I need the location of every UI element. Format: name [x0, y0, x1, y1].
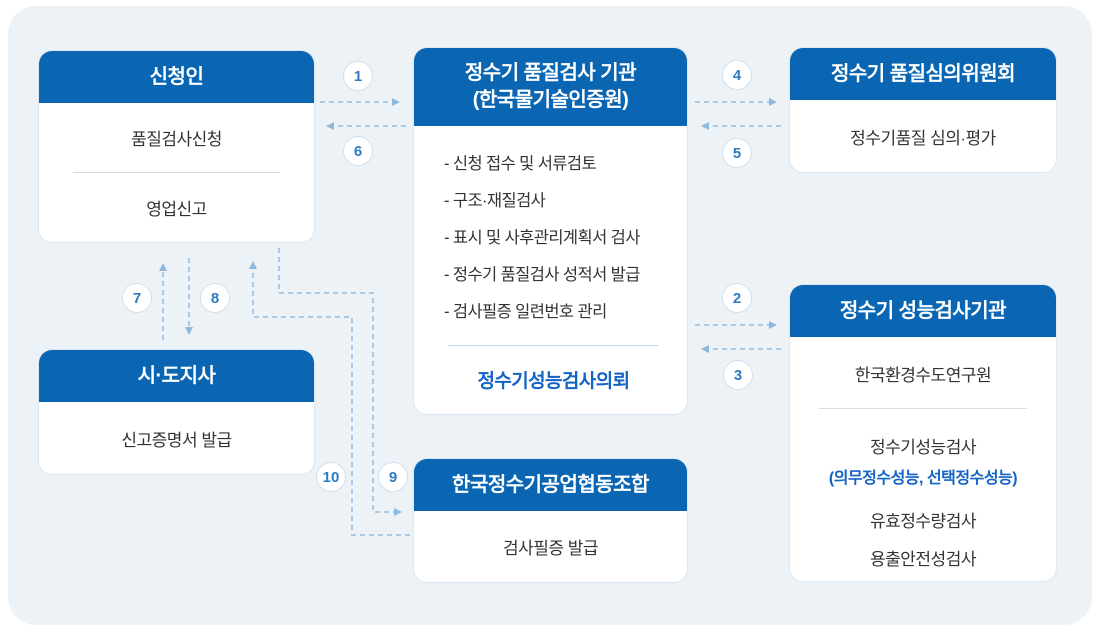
quality-review-committee-body: 정수기품질 심의·평가: [790, 100, 1056, 172]
step-badge-8: 8: [200, 283, 230, 313]
step-badge-5: 5: [722, 138, 752, 168]
quality-inspection-agency-body: - 신청 접수 및 서류검토 - 구조·재질검사 - 표시 및 사후관리계획서 …: [414, 126, 687, 414]
performance-test-agency-body: 한국환경수도연구원 정수기성능검사 (의무정수성능, 선택정수성능) 유효정수량…: [790, 337, 1056, 581]
quality-inspection-agency-box: 정수기 품질검사 기관 (한국물기술인증원) - 신청 접수 및 서류검토 - …: [413, 47, 688, 415]
divider: [819, 408, 1027, 409]
step-badge-2: 2: [722, 283, 752, 313]
cooperative-task: 검사필증 발급: [502, 539, 599, 558]
applicant-box-header: 신청인: [39, 51, 314, 103]
performance-test-agency-header: 정수기 성능검사기관: [790, 285, 1056, 337]
performance-test-item: 유효정수량검사: [870, 512, 976, 531]
performance-test-subitem: (의무정수성능, 선택정수성능): [828, 470, 1018, 487]
committee-task: 정수기품질 심의·평가: [850, 128, 996, 148]
quality-review-committee-box: 정수기 품질심의위원회 정수기품질 심의·평가: [789, 47, 1057, 173]
agency-task: - 구조·재질검사: [444, 192, 546, 210]
agency-title-line2: (한국물기술인증원): [472, 89, 629, 111]
agency-task: - 신청 접수 및 서류검토: [444, 155, 597, 173]
applicant-item-business-report: 영업신고: [146, 200, 207, 219]
governor-task: 신고증명서 발급: [121, 430, 232, 450]
agency-title-line1: 정수기 품질검사 기관: [464, 62, 637, 84]
divider: [448, 345, 659, 346]
performance-org-name: 한국환경수도연구원: [854, 366, 992, 385]
step-badge-9: 9: [378, 462, 408, 492]
step-badge-1: 1: [343, 61, 373, 91]
step-badge-6: 6: [343, 136, 373, 166]
agency-task: - 정수기 품질검사 성적서 발급: [444, 266, 640, 284]
divider: [73, 172, 280, 173]
governor-box-body: 신고증명서 발급: [39, 402, 314, 474]
step-badge-3: 3: [723, 360, 753, 390]
applicant-box: 신청인 품질검사신청 영업신고: [38, 50, 315, 243]
governor-box-header: 시·도지사: [39, 350, 314, 402]
performance-test-agency-box: 정수기 성능검사기관 한국환경수도연구원 정수기성능검사 (의무정수성능, 선택…: [789, 284, 1057, 582]
governor-box: 시·도지사 신고증명서 발급: [38, 349, 315, 475]
step-badge-4: 4: [722, 60, 752, 90]
cooperative-box-header: 한국정수기공업협동조합: [414, 459, 687, 511]
performance-test-item: 정수기성능검사: [870, 438, 976, 457]
quality-review-committee-header: 정수기 품질심의위원회: [790, 48, 1056, 100]
step-badge-7: 7: [122, 283, 152, 313]
step-badge-10: 10: [316, 462, 346, 492]
performance-test-request-label: 정수기성능검사의뢰: [477, 371, 631, 392]
quality-inspection-agency-header: 정수기 품질검사 기관 (한국물기술인증원): [414, 48, 687, 126]
performance-test-item: 용출안전성검사: [870, 550, 976, 569]
applicant-box-body: 품질검사신청 영업신고: [39, 103, 314, 242]
cooperative-box-body: 검사필증 발급: [414, 511, 687, 582]
cooperative-box: 한국정수기공업협동조합 검사필증 발급: [413, 458, 688, 583]
agency-task: - 검사필증 일련번호 관리: [444, 303, 607, 321]
applicant-item-quality-request: 품질검사신청: [131, 130, 222, 149]
agency-task: - 표시 및 사후관리계획서 검사: [444, 229, 640, 247]
